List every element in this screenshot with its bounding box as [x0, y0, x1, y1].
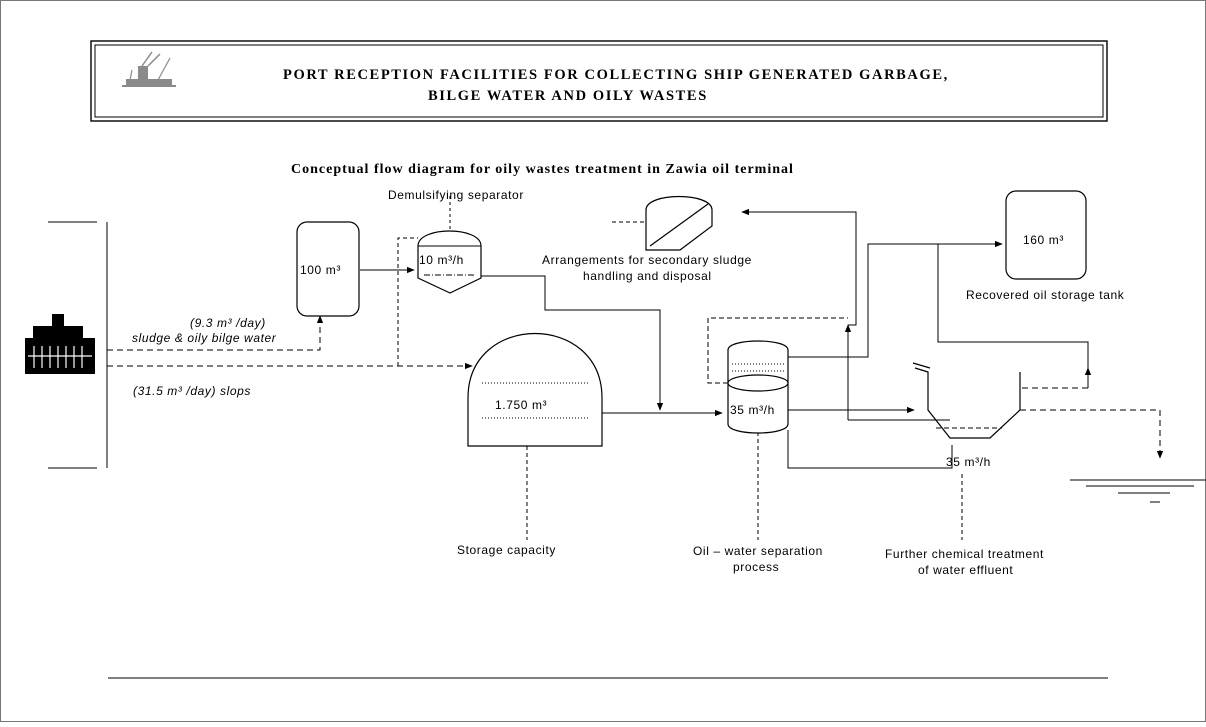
- recovered-tank-volume: 160 m³: [1023, 233, 1064, 247]
- header-line-2: BILGE WATER AND OILY WASTES: [428, 88, 708, 104]
- oil-to-tank-line: [788, 240, 1003, 358]
- header-box: PORT RECEPTION FACILITIES FOR COLLECTING…: [90, 40, 1108, 122]
- sludge-flow-rate: (9.3 m³ /day): [190, 316, 266, 330]
- quay-lines: [48, 221, 108, 469]
- sludge-flow-desc: sludge & oily bilge water: [132, 331, 277, 345]
- storage-volume: 1.750 m³: [495, 398, 547, 412]
- recovered-oil-tank: 160 m³: [1005, 190, 1087, 280]
- chem-label-2: of water effluent: [918, 563, 1013, 577]
- separator-label-2: process: [733, 560, 779, 574]
- separator-rate: 35 m³/h: [730, 403, 775, 417]
- chem-label-1: Further chemical treatment: [885, 547, 1044, 561]
- sea-discharge-symbol: [1070, 479, 1206, 503]
- oil-branch-line: [937, 244, 1089, 378]
- demulsifier-label: Demulsifying separator: [388, 188, 524, 202]
- demulsifier-outlet-line: [478, 275, 664, 411]
- header-line-1: PORT RECEPTION FACILITIES FOR COLLECTING…: [283, 67, 949, 83]
- effluent-line: [1020, 409, 1164, 459]
- diagram-title: Conceptual flow diagram for oily wastes …: [291, 162, 794, 177]
- demulsifier-rate: 10 m³/h: [419, 253, 464, 267]
- ship-icon: [25, 314, 95, 374]
- flow-lines: [107, 196, 1164, 540]
- separator-bottom-line: [787, 430, 953, 469]
- demulsifying-separator: Demulsifying separator 10 m³/h: [388, 188, 524, 294]
- storage-tank: 1.750 m³: [467, 332, 603, 447]
- sludge-handling-label-2: handling and disposal: [583, 269, 712, 283]
- separator-label-1: Oil – water separation: [693, 544, 823, 558]
- chem-rate: 35 m³/h: [946, 455, 991, 469]
- sludge-flow-line: [107, 315, 324, 351]
- chemical-treatment-basin: [912, 362, 1021, 439]
- harbor-crane-icon: [122, 51, 176, 87]
- slops-flow-label: (31.5 m³ /day) slops: [133, 384, 251, 398]
- separator-dashed-line: [707, 317, 848, 384]
- slops-branch-line: [397, 237, 418, 366]
- bilge-tank-volume: 100 m³: [300, 263, 341, 277]
- storage-label: Storage capacity: [457, 543, 556, 557]
- sludge-handling-label-1: Arrangements for secondary sludge: [542, 253, 752, 267]
- sludge-return-line: [741, 208, 857, 326]
- bilge-tank: 100 m³: [296, 221, 360, 317]
- sludge-handling-unit: [645, 196, 713, 251]
- oil-water-separator: 35 m³/h: [727, 340, 789, 434]
- recovered-tank-label: Recovered oil storage tank: [966, 288, 1125, 302]
